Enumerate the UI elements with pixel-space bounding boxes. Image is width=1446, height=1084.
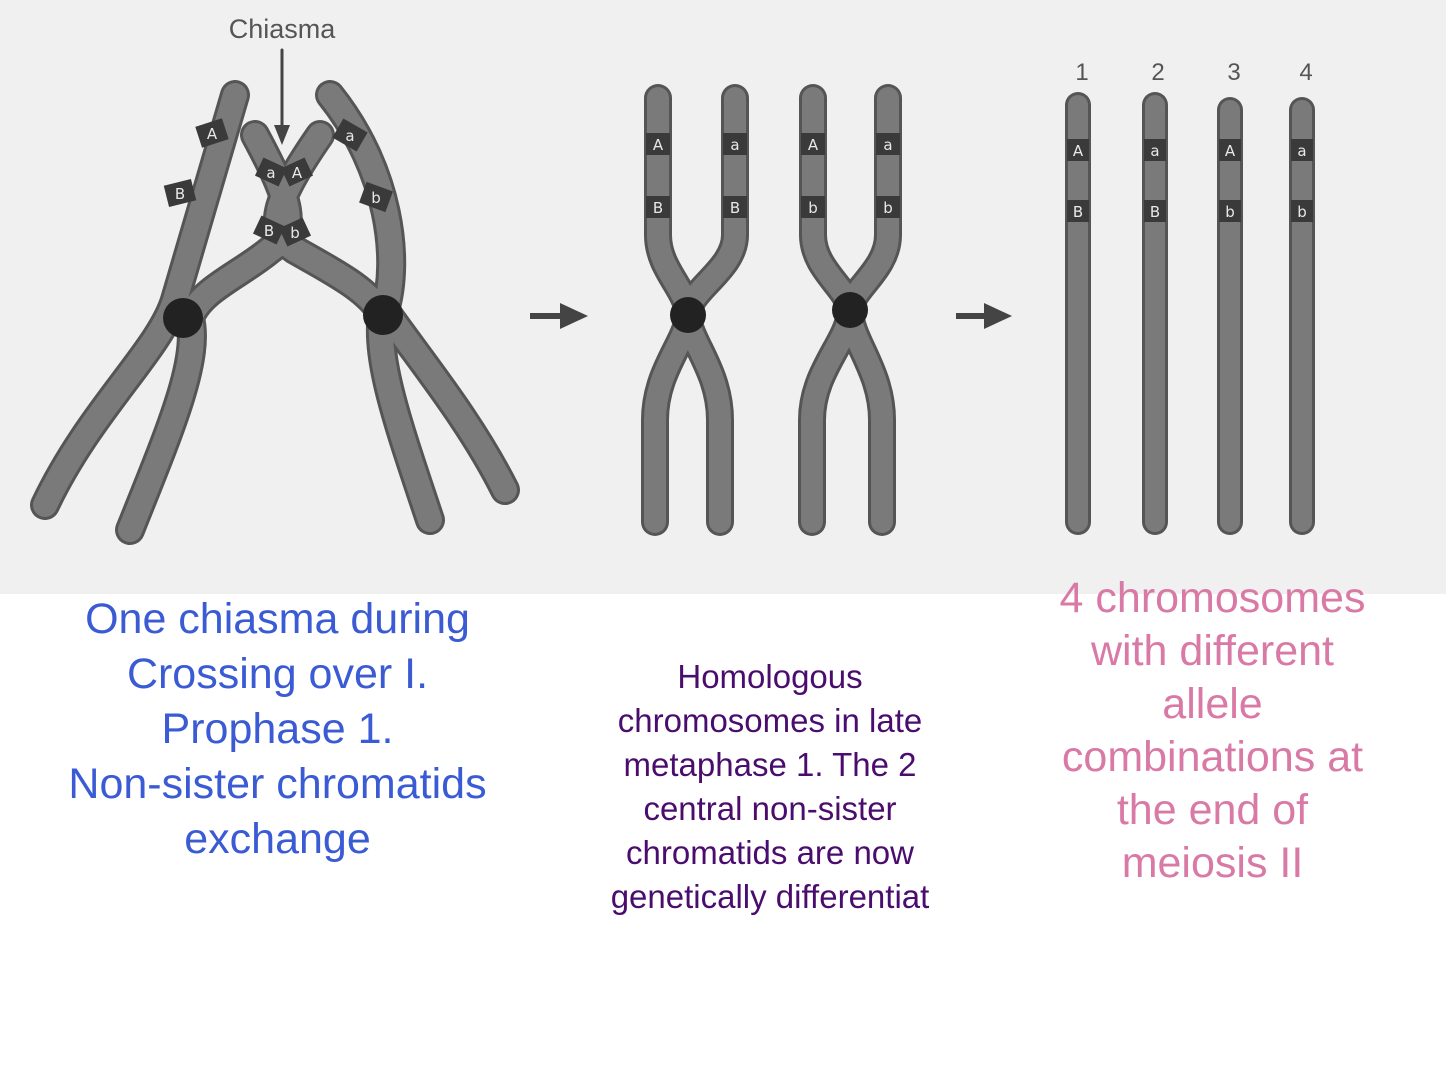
allele-label: a [1297, 142, 1306, 160]
allele-label: a [1150, 142, 1159, 160]
chiasma-label: Chiasma [229, 14, 337, 44]
allele-label: A [1225, 142, 1236, 160]
meiosis-diagram: A B a B A b a b Chiasma [0, 0, 1446, 594]
centromere [163, 298, 203, 338]
chiasma-arrowhead [274, 125, 290, 145]
chromatid-number: 1 [1075, 59, 1088, 86]
chromatid-number: 4 [1299, 59, 1312, 86]
caption-metaphase: Homologous chromosomes in late metaphase… [610, 658, 930, 915]
stage-end-meiosis-ii: A B a B A b a b 1 2 3 4 [1065, 59, 1315, 535]
allele-label: B [730, 199, 740, 217]
allele-label: b [371, 189, 381, 207]
allele-label: b [1225, 203, 1235, 221]
allele-label: b [1297, 203, 1307, 221]
allele-label: b [290, 224, 300, 242]
chromatid-number: 3 [1227, 59, 1240, 86]
allele-label: A [292, 164, 303, 182]
allele-label: A [808, 136, 819, 154]
stage-arrow-2 [956, 303, 1012, 329]
stage-metaphase: A B a B A b a b [641, 84, 902, 536]
stage-arrow-1 [530, 303, 588, 329]
allele-label: B [175, 185, 185, 203]
chromatid-number: 2 [1151, 59, 1164, 86]
allele-label: b [883, 199, 893, 217]
centromere [670, 297, 706, 333]
allele-label: A [653, 136, 664, 154]
allele-label: b [808, 199, 818, 217]
allele-label: B [1073, 203, 1083, 221]
caption-end-meiosis: 4 chromosomes with different allele comb… [1059, 574, 1366, 887]
centromere [832, 292, 868, 328]
allele-label: a [730, 136, 739, 154]
allele-label: a [266, 164, 275, 182]
allele-label: A [1073, 142, 1084, 160]
chromatid-right-inner [265, 123, 442, 532]
allele-label: B [653, 199, 663, 217]
allele-label: A [207, 125, 218, 143]
allele-label: B [1150, 203, 1160, 221]
allele-label: B [264, 222, 274, 240]
centromere [363, 295, 403, 335]
stage-prophase-crossing-over: A B a B A b a b Chiasma [30, 14, 520, 545]
allele-label: a [345, 127, 354, 145]
caption-crossing-over: One chiasma during Crossing over I. Prop… [68, 595, 487, 863]
allele-label: a [883, 136, 892, 154]
